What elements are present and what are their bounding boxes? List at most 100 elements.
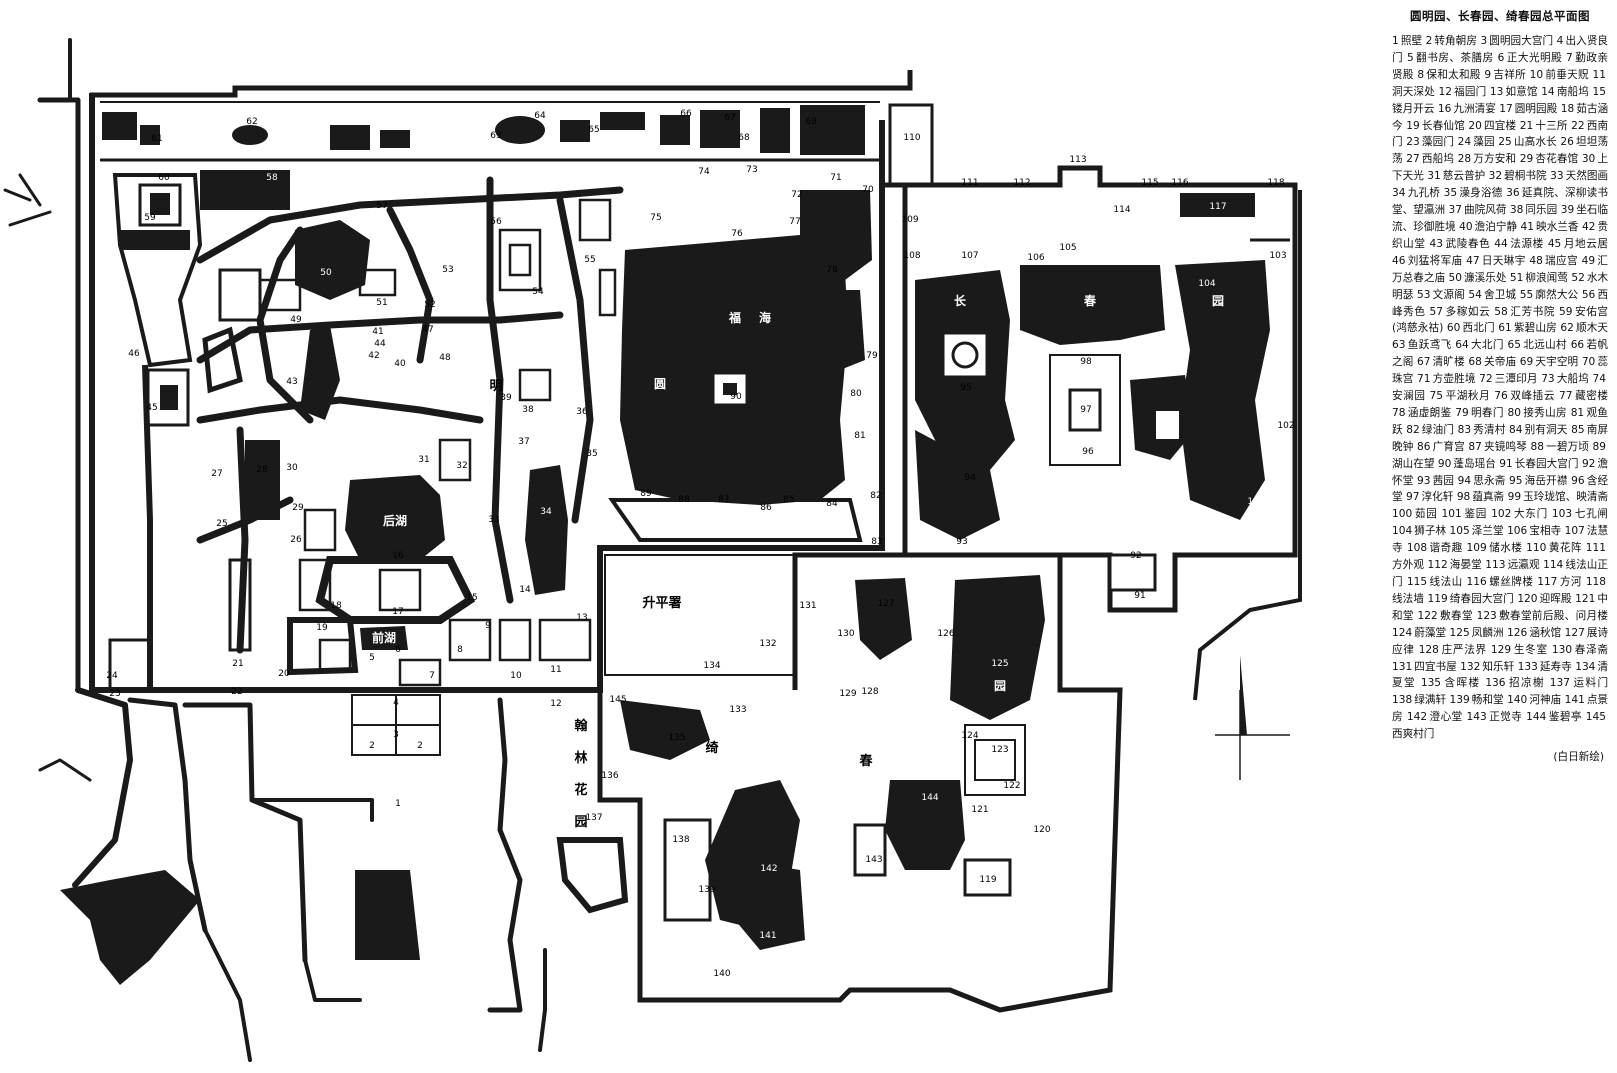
label-hanlin-1: 翰 xyxy=(574,718,588,734)
legend-entry-number: 16 xyxy=(1437,102,1452,115)
label-changchun-3: 园 xyxy=(1212,294,1224,308)
legend-entry-number: 78 xyxy=(1392,406,1406,419)
legend-entry-number: 91 xyxy=(1499,457,1513,470)
legend-entry-name: 贵织山堂 xyxy=(1392,220,1608,250)
legend-entry-number: 57 xyxy=(1429,305,1443,318)
legend-entry-number: 76 xyxy=(1494,390,1508,403)
site-number: 43 xyxy=(286,377,297,387)
fanghe xyxy=(1180,193,1255,217)
legend-entry-name: 天然图画 xyxy=(1565,170,1608,183)
legend-entry-number: 48 xyxy=(1529,254,1543,267)
legend-entry-name: 若帆之阁 xyxy=(1392,339,1608,369)
legend-entry-name: 西南门 xyxy=(1392,119,1608,149)
site-number: 6 xyxy=(395,645,401,655)
legend-entry-number: 133 xyxy=(1517,660,1538,673)
legend-entry-number: 107 xyxy=(1564,525,1585,538)
legend-entry-name: 万方安和 xyxy=(1473,153,1517,166)
site-number: 95 xyxy=(960,383,971,393)
legend-entry-number: 27 xyxy=(1406,153,1420,166)
legend-entry-number: 11 xyxy=(1592,68,1606,81)
legend-entry-number: 88 xyxy=(1530,440,1544,453)
site-number: 5 xyxy=(369,653,375,663)
site-number: 85 xyxy=(783,495,794,505)
legend-entry-name: 西船坞 xyxy=(1421,153,1455,166)
legend-entry-number: 140 xyxy=(1507,694,1528,707)
legend-entry-number: 79 xyxy=(1455,406,1469,419)
legend-entry-number: 75 xyxy=(1429,390,1443,403)
site-number: 114 xyxy=(1113,205,1130,215)
legend-entry-name: 七孔闸 xyxy=(1574,508,1608,521)
legend-entry-name: 蕊珠宫 xyxy=(1392,356,1608,386)
qichun-lakes xyxy=(620,575,1045,950)
legend-entry-number: 5 xyxy=(1406,51,1414,64)
legend-entry-name: 镂月开云 xyxy=(1392,102,1435,115)
label-shengpingshu: 升平署 xyxy=(642,595,681,611)
site-number: 65 xyxy=(588,125,599,135)
site-number: 134 xyxy=(703,661,720,671)
site-number: 44 xyxy=(374,339,386,349)
site-number: 140 xyxy=(713,969,730,979)
legend-entry: 15镂月开云 xyxy=(1392,86,1608,115)
legend-entry-number: 6 xyxy=(1497,51,1505,64)
legend-entry-number: 131 xyxy=(1392,660,1413,673)
legend-entry-name: 中和堂 xyxy=(1392,592,1608,622)
legend-entry-name: 知乐轩 xyxy=(1482,660,1515,673)
legend-entry-name: 绿油门 xyxy=(1421,423,1455,436)
legend-entry-number: 138 xyxy=(1392,694,1413,707)
legend-entry-name: 正大光明殿 xyxy=(1506,51,1563,64)
site-number: 84 xyxy=(826,499,838,509)
legend-entry-name: 吉祥所 xyxy=(1493,68,1526,81)
legend-entry-name: 远瀛观 xyxy=(1507,559,1540,572)
site-number: 132 xyxy=(759,639,776,649)
legend-entry-name: 蔚藻堂 xyxy=(1414,626,1447,639)
site-number: 45 xyxy=(146,403,157,413)
legend-entry-number: 46 xyxy=(1392,254,1406,267)
legend-entry-number: 103 xyxy=(1551,508,1573,521)
legend-entry-name: 储水楼 xyxy=(1488,542,1523,555)
legend-entry-name: 坐石临流、珍御胜境 xyxy=(1392,204,1608,233)
site-number: 103 xyxy=(1269,251,1286,261)
site-number: 109 xyxy=(901,215,918,225)
legend-entry-number: 2 xyxy=(1425,35,1433,47)
legend-entry-name: 河神庙 xyxy=(1529,694,1562,707)
legend-entry-name: 蕴真斋 xyxy=(1472,491,1505,504)
site-number: 119 xyxy=(979,875,996,885)
legend-entry-number: 40 xyxy=(1459,220,1473,233)
legend-entry-number: 77 xyxy=(1559,390,1573,403)
legend-entry-number: 26 xyxy=(1560,136,1574,149)
site-number: 142 xyxy=(760,864,777,874)
legend-entry-name: 展诗应律 xyxy=(1392,626,1608,656)
legend-entry-number: 17 xyxy=(1499,102,1513,115)
site-number: 101 xyxy=(1251,529,1268,539)
legend-entry-name: 绿满轩 xyxy=(1414,694,1447,707)
legend-entry: 89湖山在望 xyxy=(1392,441,1608,470)
legend-entry-number: 83 xyxy=(1457,423,1472,436)
legend-entry: 111方外观 xyxy=(1392,542,1608,571)
site-number: 115 xyxy=(1141,178,1158,188)
legend-entry-number: 9 xyxy=(1484,68,1492,81)
legend-entry-name: 大船坞 xyxy=(1556,373,1590,386)
legend-entry-name: 山高水长 xyxy=(1513,136,1557,149)
